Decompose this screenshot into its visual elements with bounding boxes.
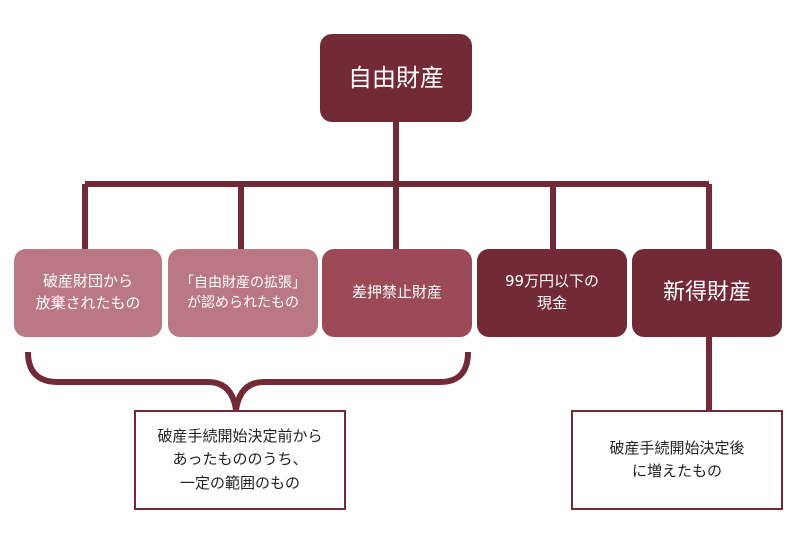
group-note-box: 破産手続開始決定前から あったもののうち、 一定の範囲のもの	[134, 410, 346, 510]
child-node-expansion-label: 「自由財産の拡張」 が認められたもの	[180, 274, 306, 311]
group-note-text: 破産手続開始決定前から あったもののうち、 一定の範囲のもの	[157, 427, 323, 492]
child-node-new-assets-label: 新得財産	[662, 280, 751, 306]
child-node-abandoned-label: 破産財団から 放棄されたもの	[35, 272, 141, 312]
new-assets-note-text: 破産手続開始決定後 に増えたもの	[609, 438, 745, 480]
child-node-abandoned: 破産財団から 放棄されたもの	[14, 249, 162, 337]
child-node-exempt: 差押禁止財産	[322, 249, 472, 337]
root-node-label: 自由財産	[348, 63, 444, 92]
grouping-brace	[25, 351, 471, 411]
child-node-cash: 99万円以下の 現金	[477, 249, 627, 337]
child-node-cash-label: 99万円以下の 現金	[504, 272, 600, 312]
child-node-exempt-label: 差押禁止財産	[351, 283, 442, 302]
root-node: 自由財産	[320, 34, 472, 122]
child-node-expansion: 「自由財産の拡張」 が認められたもの	[168, 249, 318, 337]
child-node-new-assets: 新得財産	[632, 249, 782, 337]
new-assets-note-box: 破産手続開始決定後 に増えたもの	[571, 410, 783, 510]
